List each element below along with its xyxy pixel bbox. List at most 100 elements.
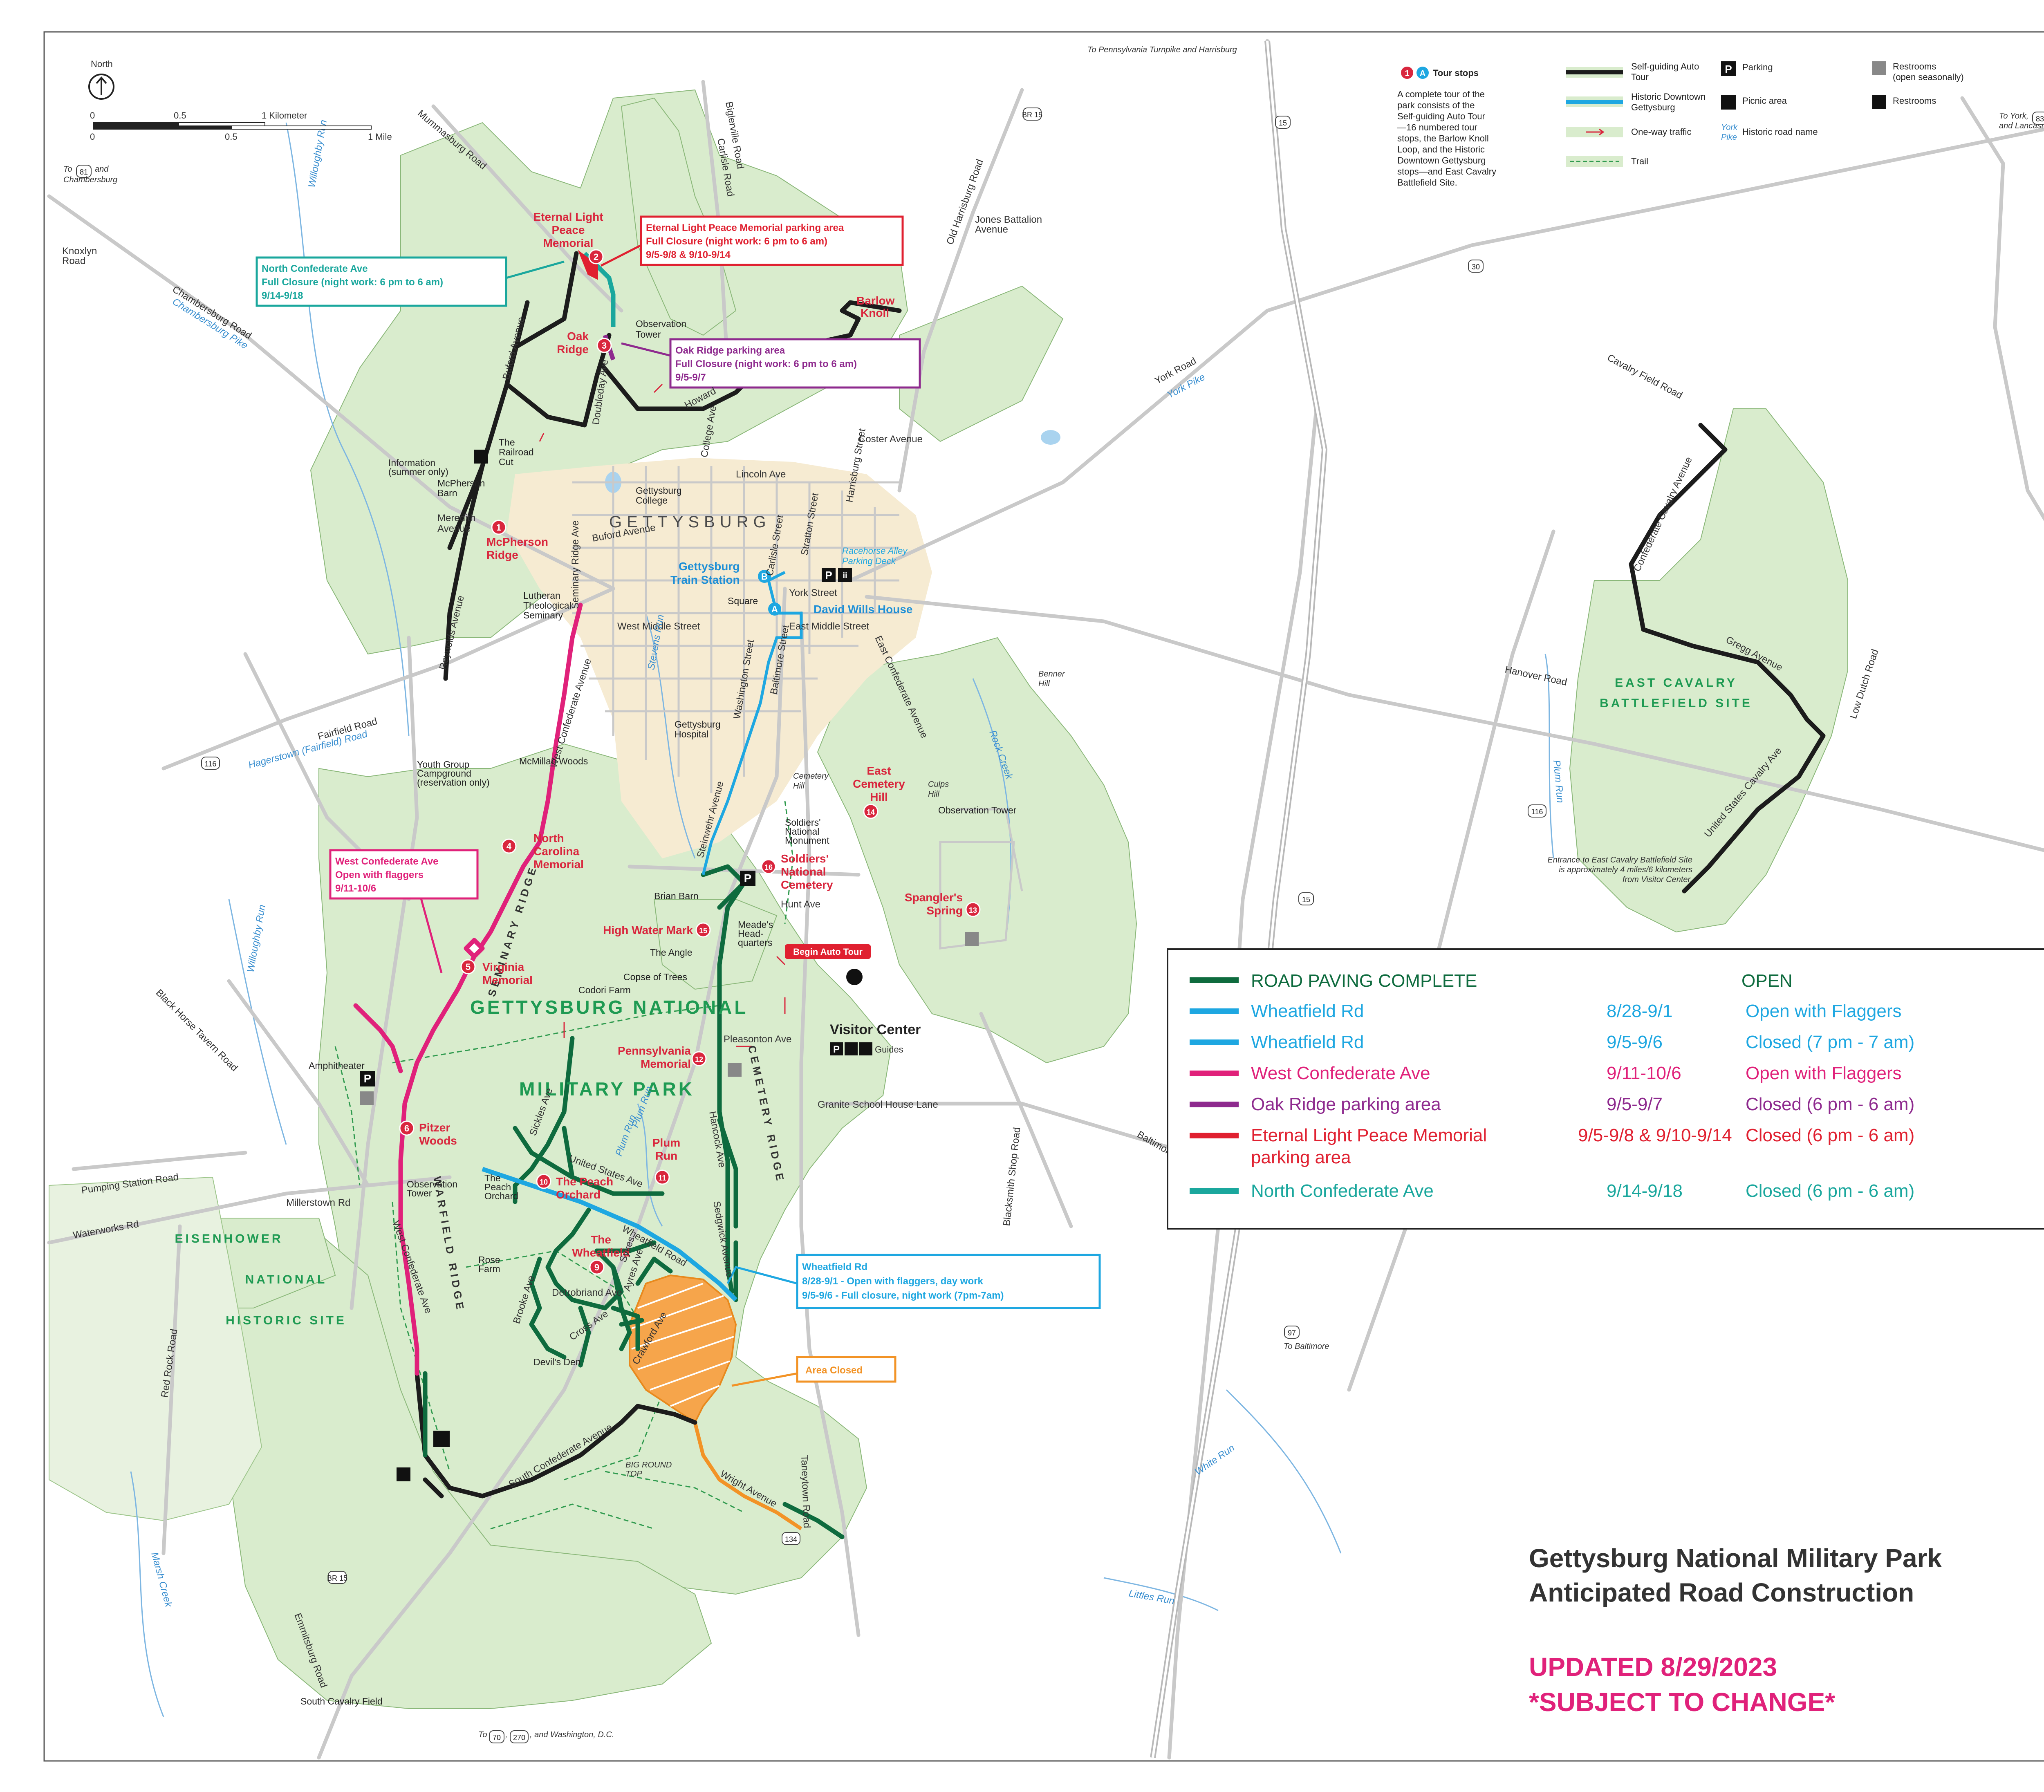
place-codori: Codori Farm — [578, 985, 631, 995]
racehorse-label-1: Racehorse Alley — [842, 546, 908, 556]
shield-116-west — [201, 757, 220, 770]
parking-icon-amphitheater — [360, 1071, 375, 1086]
place-railroad-cut-3: Cut — [499, 457, 513, 467]
stop-b-marker[interactable] — [758, 570, 771, 583]
place-meade-hq-3: quarters — [738, 937, 772, 948]
legend-row-1-status: Open with Flaggers — [1746, 1001, 1902, 1021]
tour-stop-14-number: 14 — [867, 808, 875, 816]
tour-stop-15-marker[interactable] — [695, 922, 711, 938]
place-soldiers-monument-2: National — [785, 826, 819, 837]
tour-stop-10-marker[interactable] — [536, 1174, 551, 1189]
shield-15-north-text: 15 — [1279, 119, 1287, 127]
key-one-way: One-way traffic — [1631, 127, 1692, 137]
legend-row-1-name: Wheatfield Rd — [1251, 1001, 1364, 1021]
shield-30 — [1468, 260, 1484, 273]
shield-81 — [76, 165, 92, 178]
tour-stop-6-marker[interactable] — [399, 1120, 415, 1136]
updated-label: UPDATED 8/29/2023 — [1529, 1652, 1777, 1682]
tour-stop-2-name-2: Peace — [552, 224, 585, 236]
tour-stop-3-marker[interactable] — [596, 338, 612, 353]
legend-row-5-name: Eternal Light Peace Memorial — [1251, 1125, 1487, 1145]
guides-label: Guides — [875, 1044, 903, 1055]
legend-row-4-dates: 9/5-9/7 — [1607, 1094, 1663, 1114]
tour-stop-9-marker[interactable] — [589, 1259, 605, 1275]
place-observation-tower-2: Tower — [636, 329, 661, 340]
place-youth-group-1: Youth Group — [417, 759, 469, 770]
map-key: 1 A Tour stops A complete tour of thepar… — [1397, 61, 1964, 188]
tour-stop-14-marker[interactable] — [863, 804, 879, 819]
west-confederate-route — [353, 603, 583, 1376]
shield-15-south-text: 15 — [1302, 896, 1310, 904]
place-mcpherson-barn-2: Barn — [437, 488, 457, 498]
east-cavalry-label: EAST CAVALRY BATTLEFIELD SITE — [1600, 676, 1750, 710]
key-historic-road-sample-2: Pike — [1721, 133, 1737, 142]
place-lutheran-1: Lutheran — [523, 590, 560, 601]
note-to-81-3: Chambersburg — [63, 175, 117, 184]
place-youth-group-3: (reservation only) — [417, 777, 490, 788]
tour-stop-11-marker[interactable] — [654, 1169, 670, 1185]
tour-stop-13-marker[interactable] — [965, 902, 981, 917]
tour-stop-13-name-2: Spring — [926, 904, 963, 917]
shield-116-east — [1528, 804, 1546, 818]
callout-west-confederate: West Confederate Ave Open with flaggers … — [329, 849, 479, 973]
legend-row-6-name: North Confederate Ave — [1251, 1181, 1434, 1201]
place-mcmillan: McMillan Woods — [519, 756, 588, 766]
gnmp-label-2: MILITARY PARK — [519, 1078, 695, 1100]
key-tour-blue-dot — [1416, 67, 1429, 79]
place-lutheran-3: Seminary — [523, 610, 563, 620]
tour-stop-2-marker[interactable] — [588, 249, 604, 264]
restroom-icon-downtown-glyph: ii — [843, 571, 847, 580]
train-station-label-1: Gettysburg — [679, 560, 740, 573]
callout-northconf-1: North Confederate Ave — [262, 263, 368, 274]
david-wills-label: David Wills House — [814, 603, 912, 616]
tour-stop-16-marker[interactable] — [761, 859, 776, 874]
vc-restroom-icon — [845, 1042, 858, 1055]
note-to-york-1: To York, — [1999, 112, 2028, 121]
tour-stop-2-name-3: Memorial — [543, 237, 594, 249]
shield-br15-south-text: BR 15 — [327, 1574, 347, 1582]
gettysburg-town-label: GETTYSBURG — [609, 513, 771, 531]
tour-stop-1-name-2: Ridge — [486, 549, 518, 561]
tour-stop-12-marker[interactable] — [691, 1051, 707, 1066]
key-auto-tour-2: Tour — [1631, 72, 1649, 82]
parking-icon-amphitheater-glyph: P — [364, 1072, 372, 1085]
tour-stop-5-marker[interactable] — [460, 959, 476, 974]
key-parking-icon — [1721, 61, 1736, 76]
wheatfield-rd-route — [482, 1167, 737, 1301]
tour-stop-4-marker[interactable] — [501, 838, 517, 854]
place-the-angle: The Angle — [650, 947, 693, 958]
tour-stop-6-number: 6 — [404, 1123, 409, 1133]
key-downtown-2: Gettysburg — [1631, 102, 1675, 112]
legend-header-status: OPEN — [1741, 971, 1793, 991]
key-historic-road-sample-1: York — [1721, 123, 1738, 132]
tour-stop-11-number: 11 — [658, 1174, 666, 1182]
barlow-knoll-label-1: Barlow — [856, 294, 895, 307]
streams — [130, 122, 1554, 1717]
legend-row-5-name-2: parking area — [1251, 1147, 1351, 1167]
restroom-icon-south — [397, 1467, 410, 1481]
title-line-2: Anticipated Road Construction — [1529, 1578, 1914, 1607]
key-tour-letter: A — [1420, 69, 1425, 78]
tour-stop-9-name-1: The — [591, 1233, 611, 1246]
place-mcpherson-barn-1: McPherson — [437, 478, 485, 488]
tour-stop-12-name-2: Memorial — [641, 1057, 691, 1070]
callout-eternal-3: 9/5-9/8 & 9/10-9/14 — [646, 249, 731, 260]
restroom-seasonal-amphitheater — [360, 1091, 374, 1105]
road-knoxlyn-2: Road — [62, 255, 85, 267]
scale-km-05: 0.5 — [174, 110, 186, 121]
place-culps-hill-2: Hill — [928, 790, 939, 799]
key-tour-desc-7: Downtown Gettysburg — [1397, 155, 1486, 166]
place-youth-group-2: Campground — [417, 768, 471, 779]
road-knoxlyn-1: Knoxlyn — [62, 246, 97, 257]
place-devils-den: Devil's Den — [533, 1357, 581, 1367]
key-auto-tour-1: Self-guiding Auto — [1631, 61, 1699, 72]
tour-stop-4-name-1: North — [533, 832, 564, 844]
stop-a-marker[interactable] — [768, 603, 781, 616]
shield-70-text: 70 — [493, 1734, 501, 1742]
key-restroom-seasonal-2: (open seasonally) — [1893, 72, 1964, 82]
tour-stop-4-name-2: Carolina — [533, 845, 579, 858]
tour-stop-1-marker[interactable] — [491, 520, 507, 535]
note-east-cavalry-1: Entrance to East Cavalry Battlefield Sit… — [1547, 856, 1692, 865]
